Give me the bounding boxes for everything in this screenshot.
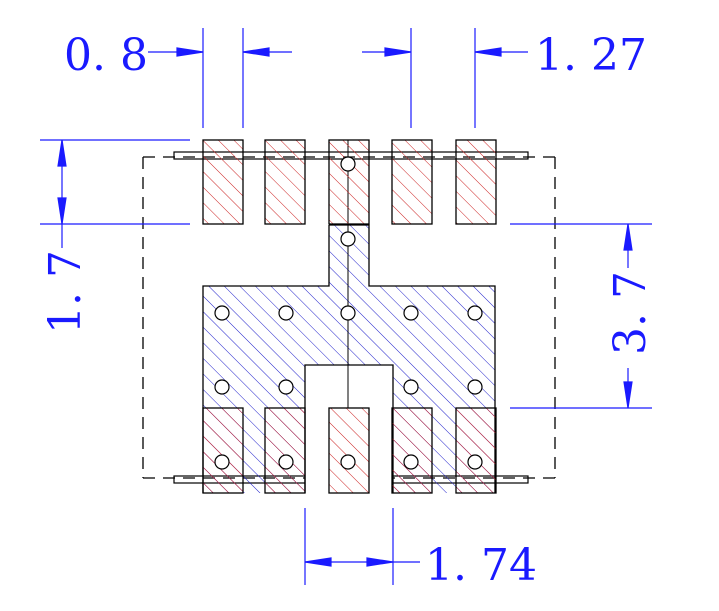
dim-slot-width [304,508,420,585]
arrow [366,557,394,567]
pad-top-4 [391,139,433,225]
arrow [384,47,412,57]
via [467,379,483,395]
arrow [57,139,67,167]
bottom-pads [202,407,497,494]
via [340,231,356,247]
dim-label-pad-width: 0. 8 [64,30,148,81]
via [278,305,294,321]
pad-bottom-5 [455,407,497,494]
top-pads [202,139,497,225]
via [214,305,230,321]
arrow [57,197,67,225]
dim-label-pitch: 1. 27 [535,30,647,81]
pad-top-2 [264,139,306,225]
via [340,454,356,470]
pad-bottom-1 [202,407,244,494]
arrow [623,223,633,251]
via [278,454,294,470]
via [467,454,483,470]
arrow [176,47,204,57]
dim-pad-span [510,223,652,409]
dim-pad-length [40,139,190,248]
pad-top-1 [202,139,244,225]
arrow [242,47,270,57]
via [214,379,230,395]
via [340,156,356,172]
via [403,454,419,470]
pad-bottom-4 [391,407,433,494]
via [403,379,419,395]
pad-bottom-3 [328,407,370,494]
arrow [623,381,633,409]
via [340,305,356,321]
pad-bottom-2 [264,407,306,494]
arrow [304,557,332,567]
dim-pitch [362,28,528,128]
dim-label-pad-span: 3. 7 [605,271,656,355]
vias [214,156,483,470]
pad-top-5 [455,139,497,225]
via [278,379,294,395]
via [403,305,419,321]
via [467,305,483,321]
arrow [474,47,502,57]
pad-top-3 [328,139,370,225]
dim-label-slot-width: 1. 74 [425,540,537,591]
dim-label-pad-length: 1. 7 [40,250,91,334]
via [214,454,230,470]
dim-pad-width [148,28,292,128]
